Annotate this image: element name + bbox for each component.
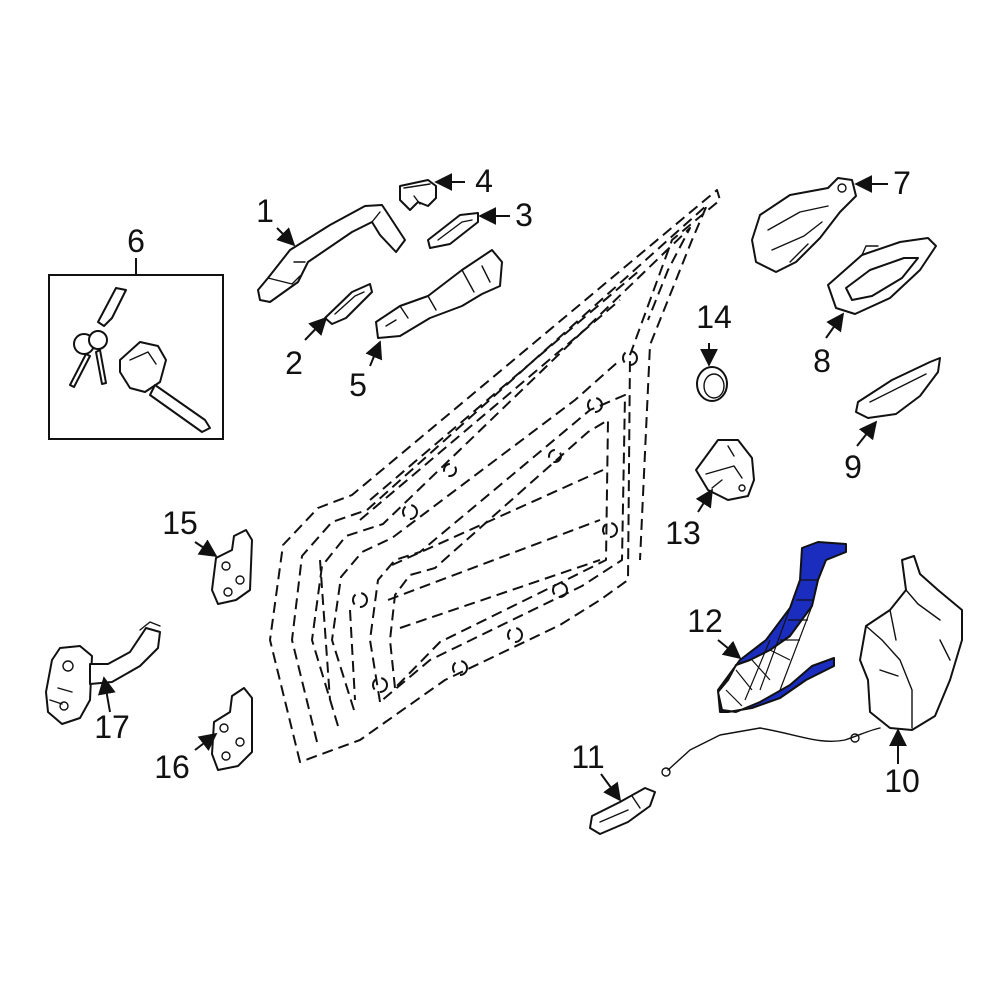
handle-cap <box>399 179 437 211</box>
handle-gasket-small <box>324 283 373 325</box>
callout-13: 13 <box>665 515 701 551</box>
callout-16: 16 <box>154 749 190 785</box>
callout-9: 9 <box>844 449 862 485</box>
callout-17: 17 <box>94 709 130 745</box>
highlighted-part-12 <box>717 541 847 713</box>
outside-door-handle <box>257 204 406 303</box>
handle-bracket <box>375 249 503 339</box>
release-handle <box>589 787 656 835</box>
callout-1: 1 <box>256 193 274 229</box>
callout-4: 4 <box>475 163 493 199</box>
door-shell-outline <box>269 189 721 763</box>
callout-14: 14 <box>696 299 732 335</box>
lower-door-hinge <box>211 687 253 771</box>
latch-housing <box>751 177 857 273</box>
callout-7: 7 <box>893 165 911 201</box>
upper-door-hinge <box>211 529 253 605</box>
leader-lines <box>97 173 907 802</box>
callout-11: 11 <box>571 739 604 775</box>
callout-6: 6 <box>127 223 145 259</box>
callout-15: 15 <box>162 505 198 541</box>
door-lock-actuator <box>661 555 963 777</box>
callout-12: 12 <box>687 603 723 639</box>
callout-10: 10 <box>884 763 920 799</box>
lock-cylinder-kit <box>48 274 224 440</box>
callout-2: 2 <box>285 345 303 381</box>
handle-gasket <box>427 212 479 249</box>
callout-labels: 1 2 3 4 5 6 7 8 9 10 11 12 13 14 15 16 1… <box>94 163 920 799</box>
door-check-strap <box>45 621 161 725</box>
inside-door-handle <box>827 237 937 315</box>
callout-8: 8 <box>813 343 831 379</box>
door-striker <box>695 439 755 501</box>
hole-plug <box>696 366 728 402</box>
callout-3: 3 <box>515 197 533 233</box>
inside-handle-bezel <box>855 357 941 419</box>
callout-5: 5 <box>349 367 367 403</box>
